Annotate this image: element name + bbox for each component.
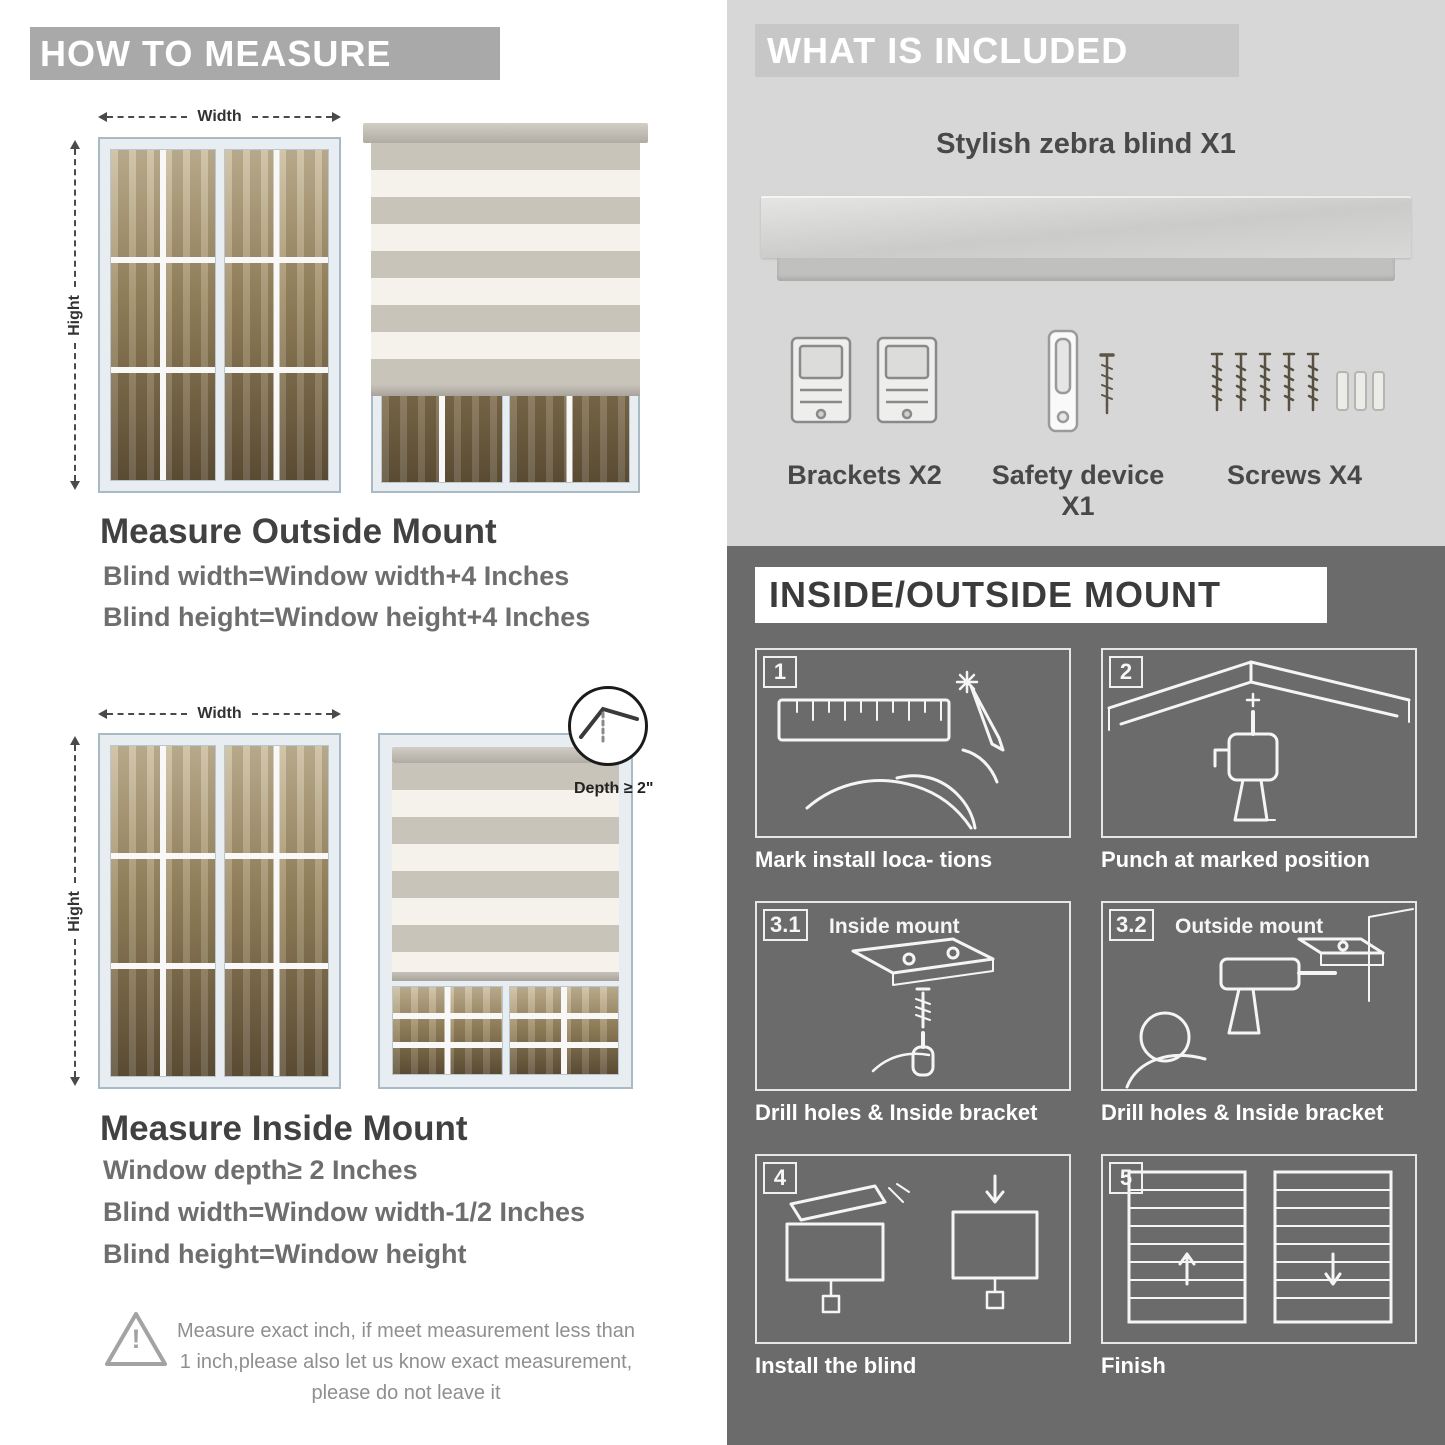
width-arrow-inside: Width: [98, 701, 341, 727]
outside-mount-label: Outside mount: [1175, 915, 1324, 938]
arrow-head-icon: [70, 481, 80, 490]
safety-device-label: Safety device X1: [991, 460, 1165, 521]
mount-step-4: 4 Install the blind: [755, 1154, 1071, 1379]
step-number-badge: 3.2: [1109, 909, 1154, 941]
window-photo-outside: [98, 137, 341, 493]
blind-cassette-underside: [777, 258, 1395, 281]
zebra-blind-body: [392, 763, 619, 972]
drill-ceiling-illustration: [1107, 660, 1411, 822]
mount-steps-grid: 1 Mark install loca- tions: [755, 648, 1417, 1379]
inside-rule-3: Blind height=Window height: [103, 1239, 467, 1269]
zebra-blind-body: [371, 143, 640, 385]
blind-bottom-rail: [392, 972, 619, 981]
outside-mount-title: Measure Outside Mount: [100, 512, 497, 551]
step-panel: 1: [755, 648, 1071, 838]
height-label: Hight: [66, 294, 83, 336]
window-sash: [110, 149, 216, 481]
blind-inside-mount-illustration: [378, 733, 633, 1089]
window-sash: [223, 149, 329, 481]
step-panel: 3.1 Inside mount: [755, 901, 1071, 1091]
blind-bottom-rail: [371, 385, 640, 396]
screws-label: Screws X4: [1226, 460, 1363, 490]
outside-bracket-illustration: [1125, 908, 1414, 1089]
arrow-head-icon: [70, 1077, 80, 1086]
arrow-head-icon: [98, 709, 107, 719]
inside-mount-title: Measure Inside Mount: [100, 1109, 468, 1148]
step-panel: 4: [755, 1154, 1071, 1344]
blind-outside-mount-illustration: [363, 123, 648, 493]
window-sash: [223, 745, 329, 1077]
blind-cassette-product: [761, 196, 1411, 258]
product-title: Stylish zebra blind X1: [936, 128, 1236, 160]
inside-rule-1: Window depth≥ 2 Inches: [103, 1155, 418, 1185]
warning-exclamation: !: [131, 1324, 141, 1354]
mount-step-3-2: 3.2 Outside mount: [1101, 901, 1417, 1126]
step-caption: Drill holes & Inside bracket: [1101, 1100, 1384, 1125]
how-to-measure-banner: HOW TO MEASURE: [30, 27, 500, 80]
height-arrow-outside: Hight: [62, 140, 88, 490]
warning-text: Measure exact inch, if meet measurement …: [177, 1320, 635, 1404]
mark-location-illustration: [777, 670, 1005, 830]
install-blind-illustration: [785, 1174, 1039, 1314]
screws-icon: [1210, 352, 1385, 412]
blind-cassette: [363, 123, 648, 143]
arrow-head-icon: [332, 709, 341, 719]
mount-step-3-1: 3.1 Inside mount: [755, 901, 1071, 1126]
height-arrow-inside: Hight: [62, 736, 88, 1086]
window-sash: [508, 986, 619, 1075]
arrow-head-icon: [332, 112, 341, 122]
depth-callout-circle: [568, 686, 648, 766]
depth-label: Depth ≥ 2": [574, 780, 654, 797]
step-panel: 5: [1101, 1154, 1417, 1344]
finished-blinds-illustration: [1127, 1170, 1393, 1324]
step-panel: 3.2 Outside mount: [1101, 901, 1417, 1091]
inside-rule-2: Blind width=Window width-1/2 Inches: [103, 1197, 586, 1227]
width-label: Width: [197, 108, 242, 125]
width-arrow-outside: Width: [98, 104, 341, 130]
arrow-head-icon: [98, 112, 107, 122]
step-number-badge: 2: [1109, 656, 1143, 688]
outside-rule-1: Blind width=Window width+4 Inches: [103, 561, 570, 591]
arrow-head-icon: [70, 736, 80, 745]
mount-instructions-section: INSIDE/OUTSIDE MOUNT 1: [727, 546, 1445, 1445]
window-photo-inside: [98, 733, 341, 1089]
step-panel: 2: [1101, 648, 1417, 838]
window-sash: [392, 986, 503, 1075]
window-sash: [110, 745, 216, 1077]
step-number-badge: 5: [1109, 1162, 1143, 1194]
height-label: Hight: [66, 890, 83, 932]
arrow-head-icon: [70, 140, 80, 149]
width-label: Width: [197, 705, 242, 722]
mount-banner: INSIDE/OUTSIDE MOUNT: [755, 567, 1327, 623]
step-number-badge: 1: [763, 656, 797, 688]
outside-rule-2: Blind height=Window height+4 Inches: [103, 602, 591, 632]
safety-device-icon: [1047, 329, 1115, 433]
step-caption: Mark install loca- tions: [755, 847, 993, 872]
step-caption: Punch at marked position: [1101, 847, 1370, 872]
mount-step-1: 1 Mark install loca- tions: [755, 648, 1071, 873]
step-caption: Finish: [1101, 1353, 1166, 1378]
what-is-included-section: WHAT IS INCLUDED Stylish zebra blind X1: [727, 0, 1445, 546]
brackets-label: Brackets X2: [787, 460, 942, 490]
step-number-badge: 3.1: [763, 909, 808, 941]
step-caption: Install the blind: [755, 1353, 917, 1378]
mount-step-5: 5 Finish: [1101, 1154, 1417, 1379]
blind-cassette: [392, 747, 619, 763]
window-corner-detail-icon: [579, 706, 639, 745]
step-caption: Drill holes & Inside bracket: [755, 1100, 1038, 1125]
warning-triangle-icon: !: [103, 1308, 173, 1378]
inside-mount-label: Inside mount: [829, 915, 960, 938]
brackets-icon: [790, 336, 938, 424]
mount-step-2: 2: [1101, 648, 1417, 873]
inside-bracket-illustration: [851, 937, 995, 1077]
what-is-included-banner: WHAT IS INCLUDED: [755, 24, 1239, 77]
step-number-badge: 4: [763, 1162, 797, 1194]
